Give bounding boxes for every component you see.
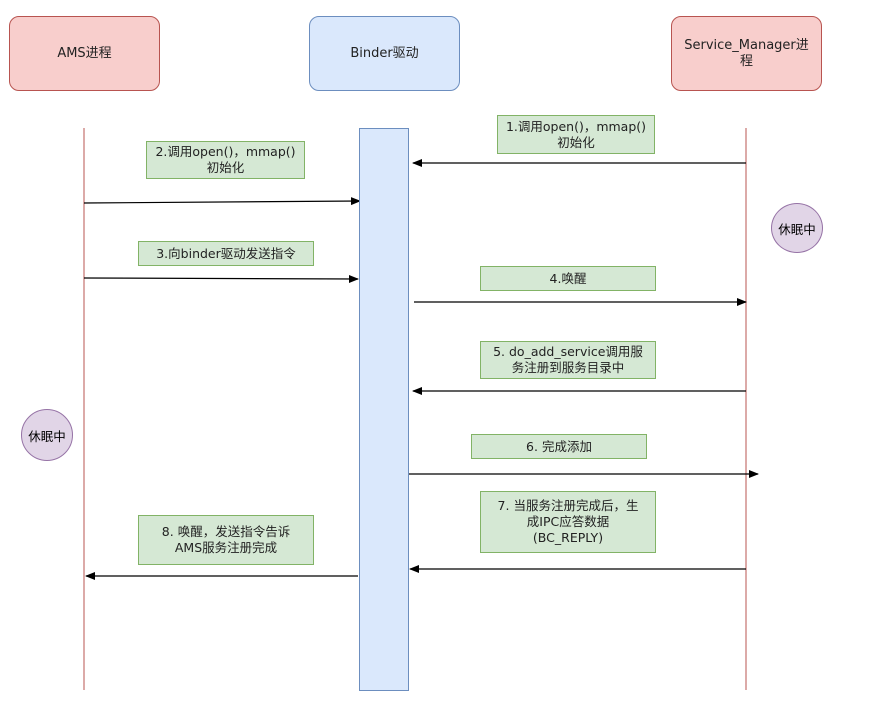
note-step-5-line-2: 务注册到服务目录中: [511, 360, 625, 375]
note-step-1-line-2: 初始化: [557, 134, 595, 150]
note-step-7-line-2: 成IPC应答数据: [526, 514, 610, 529]
note-step-4-text: 4.唤醒: [549, 270, 587, 286]
actor-binder-label: Binder驱动: [350, 45, 419, 61]
sm-sleep-state: 休眠中: [771, 203, 823, 253]
note-step-2-line-2: 初始化: [206, 160, 245, 175]
actor-ams-label: AMS进程: [57, 45, 112, 61]
note-step-1-line-1: 1.调用open()，mmap(): [505, 118, 647, 134]
note-step-2: 2.调用open()，mmap() 初始化: [146, 141, 305, 179]
actor-service-manager: Service_Manager进程: [671, 16, 822, 91]
note-step-7: 7. 当服务注册完成后，生 成IPC应答数据 (BC_REPLY): [480, 491, 656, 553]
note-step-6-text: 6. 完成添加: [526, 438, 592, 454]
actor-sm-label: Service_Manager进程: [684, 37, 809, 69]
sm-sleep-label: 休眠中: [778, 221, 816, 237]
ams-sleep-state: 休眠中: [21, 409, 73, 461]
actor-ams: AMS进程: [9, 16, 160, 91]
note-step-4: 4.唤醒: [480, 266, 656, 291]
note-step-2-line-1: 2.调用open()，mmap(): [155, 144, 296, 159]
note-step-6: 6. 完成添加: [471, 434, 647, 459]
note-step-1: 1.调用open()，mmap() 初始化: [497, 115, 655, 154]
note-step-8: 8. 唤醒，发送指令告诉 AMS服务注册完成: [138, 515, 314, 565]
ams-sleep-label: 休眠中: [28, 428, 66, 444]
arrow-step-3: [83, 274, 359, 283]
note-step-8-line-1: 8. 唤醒，发送指令告诉: [161, 524, 291, 539]
actor-binder: Binder驱动: [309, 16, 460, 91]
note-step-5: 5. do_add_service调用服 务注册到服务目录中: [480, 341, 656, 379]
note-step-7-line-1: 7. 当服务注册完成后，生: [497, 498, 639, 513]
note-step-5-line-1: 5. do_add_service调用服: [493, 344, 643, 359]
arrow-step-2: [83, 197, 361, 206]
note-step-7-line-3: (BC_REPLY): [532, 530, 604, 545]
note-step-3-text: 3.向binder驱动发送指令: [156, 245, 296, 261]
binder-activation-bar: [359, 128, 409, 691]
note-step-3: 3.向binder驱动发送指令: [138, 241, 314, 266]
note-step-8-line-2: AMS服务注册完成: [174, 540, 278, 555]
